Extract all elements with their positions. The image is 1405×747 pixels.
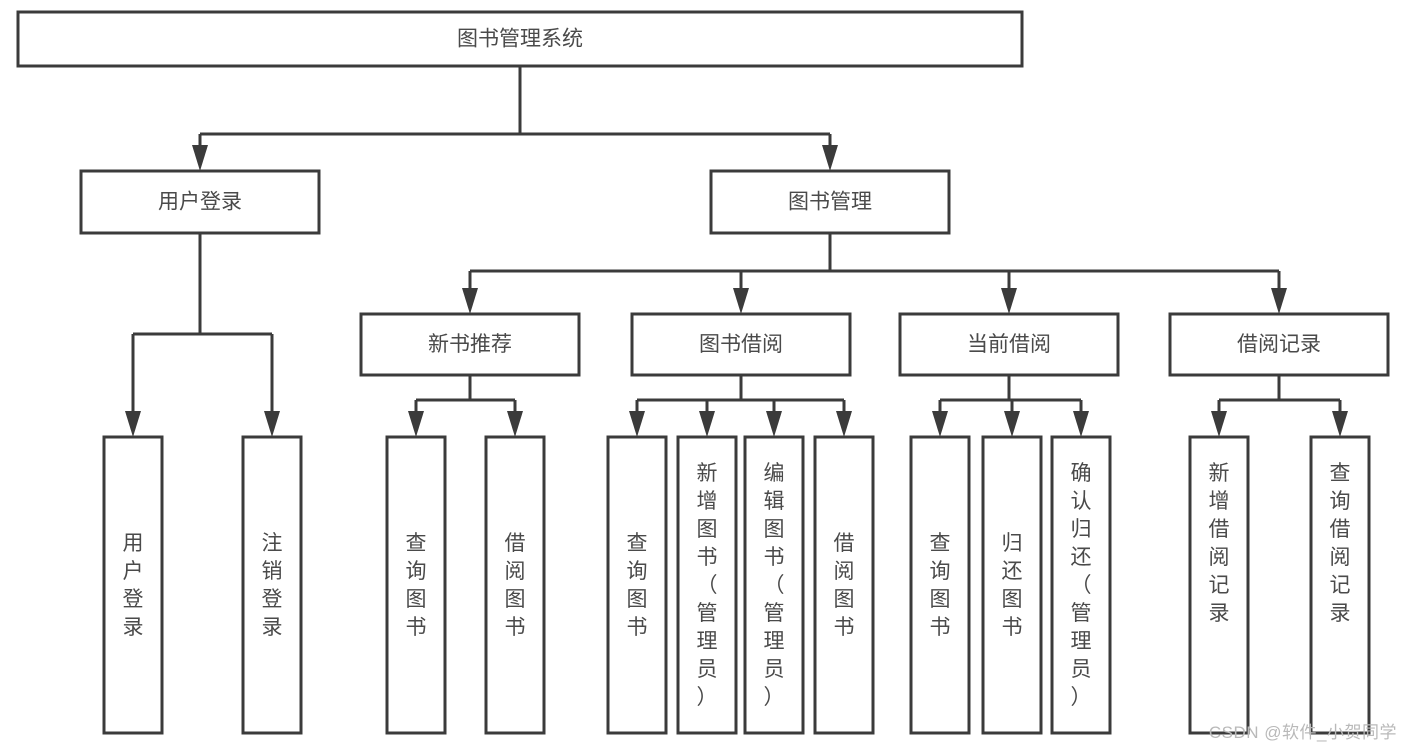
node-box[interactable] [16, 10, 1024, 68]
arrow-head-icon [766, 411, 782, 437]
node-leaf-query-book-1[interactable]: 查询图书 [385, 435, 447, 735]
node-box[interactable] [813, 435, 875, 735]
connector-group-book-manage [462, 233, 1287, 314]
node-label: 编辑图书（管理员） [764, 462, 785, 709]
node-box[interactable] [909, 435, 971, 735]
node-box[interactable] [359, 312, 581, 377]
node-label: 查询图书 [930, 532, 951, 639]
arrow-head-icon [733, 288, 749, 314]
node-label: 归还图书 [1002, 532, 1023, 639]
node-root[interactable]: 图书管理系统 [16, 10, 1024, 68]
node-box[interactable] [709, 169, 951, 235]
node-leaf-query-book-2[interactable]: 查询图书 [606, 435, 668, 735]
arrow-head-icon [462, 288, 478, 314]
arrow-head-icon [1271, 288, 1287, 314]
node-box[interactable] [484, 435, 546, 735]
arrow-head-icon [836, 411, 852, 437]
connector-group-new-book-recommend [408, 375, 523, 437]
arrow-head-icon [192, 145, 208, 171]
arrow-head-icon [1332, 411, 1348, 437]
node-leaf-borrow-book-1[interactable]: 借阅图书 [484, 435, 546, 735]
node-label: 查询图书 [627, 532, 648, 639]
node-current-borrow[interactable]: 当前借阅 [898, 312, 1120, 377]
arrow-head-icon [822, 145, 838, 171]
node-leaf-edit-book[interactable]: 编辑图书（管理员） [743, 435, 805, 735]
node-label: 借阅记录 [1237, 333, 1321, 356]
node-box[interactable] [241, 435, 303, 735]
node-label: 图书管理 [788, 191, 872, 214]
node-label: 借阅图书 [834, 532, 855, 639]
connector-group-current-borrow [932, 375, 1089, 437]
node-label: 当前借阅 [967, 333, 1051, 356]
node-label: 新增借阅记录 [1209, 462, 1230, 625]
node-box[interactable] [630, 312, 852, 377]
node-leaf-confirm-return[interactable]: 确认归还（管理员） [1050, 435, 1112, 735]
node-label: 图书借阅 [699, 333, 783, 356]
node-box[interactable] [102, 435, 164, 735]
node-box[interactable] [606, 435, 668, 735]
connector-layer [125, 66, 1348, 437]
arrow-head-icon [125, 411, 141, 437]
node-box[interactable] [743, 435, 805, 735]
node-box[interactable] [385, 435, 447, 735]
arrow-head-icon [629, 411, 645, 437]
node-box[interactable] [1309, 435, 1371, 735]
arrow-head-icon [1073, 411, 1089, 437]
node-borrow-record[interactable]: 借阅记录 [1168, 312, 1390, 377]
node-book-borrow[interactable]: 图书借阅 [630, 312, 852, 377]
node-label: 查询借阅记录 [1330, 462, 1351, 625]
node-new-book-recommend[interactable]: 新书推荐 [359, 312, 581, 377]
node-leaf-borrow-book-2[interactable]: 借阅图书 [813, 435, 875, 735]
arrow-head-icon [1001, 288, 1017, 314]
node-leaf-query-record[interactable]: 查询借阅记录 [1309, 435, 1371, 735]
arrow-head-icon [1004, 411, 1020, 437]
arrow-head-icon [932, 411, 948, 437]
node-label: 注销登录 [262, 532, 283, 639]
node-label: 借阅图书 [505, 532, 526, 639]
node-label: 用户登录 [123, 532, 144, 639]
node-label: 新书推荐 [428, 333, 512, 356]
node-book-manage[interactable]: 图书管理 [709, 169, 951, 235]
arrow-head-icon [1211, 411, 1227, 437]
arrow-head-icon [408, 411, 424, 437]
node-leaf-return-book[interactable]: 归还图书 [981, 435, 1043, 735]
node-box[interactable] [79, 169, 321, 235]
node-label: 新增图书（管理员） [697, 462, 718, 709]
node-label: 确认归还（管理员） [1071, 462, 1092, 709]
connector-group-borrow-record [1211, 375, 1348, 437]
node-leaf-logout[interactable]: 注销登录 [241, 435, 303, 735]
node-leaf-user-login[interactable]: 用户登录 [102, 435, 164, 735]
node-box[interactable] [676, 435, 738, 735]
node-user-login[interactable]: 用户登录 [79, 169, 321, 235]
node-box[interactable] [1050, 435, 1112, 735]
node-box[interactable] [1188, 435, 1250, 735]
node-label: 查询图书 [406, 532, 427, 639]
arrow-head-icon [507, 411, 523, 437]
arrow-head-icon [699, 411, 715, 437]
node-label: 用户登录 [158, 191, 242, 214]
node-box[interactable] [981, 435, 1043, 735]
node-leaf-add-record[interactable]: 新增借阅记录 [1188, 435, 1250, 735]
connector-group-user-login [125, 233, 280, 437]
node-label: 图书管理系统 [457, 28, 583, 51]
node-box[interactable] [1168, 312, 1390, 377]
node-layer: 图书管理系统用户登录图书管理新书推荐图书借阅当前借阅借阅记录用户登录注销登录查询… [16, 10, 1390, 735]
connector-group-root [192, 66, 838, 171]
node-leaf-query-book-3[interactable]: 查询图书 [909, 435, 971, 735]
arrow-head-icon [264, 411, 280, 437]
node-leaf-add-book[interactable]: 新增图书（管理员） [676, 435, 738, 735]
connector-group-book-borrow [629, 375, 852, 437]
node-box[interactable] [898, 312, 1120, 377]
